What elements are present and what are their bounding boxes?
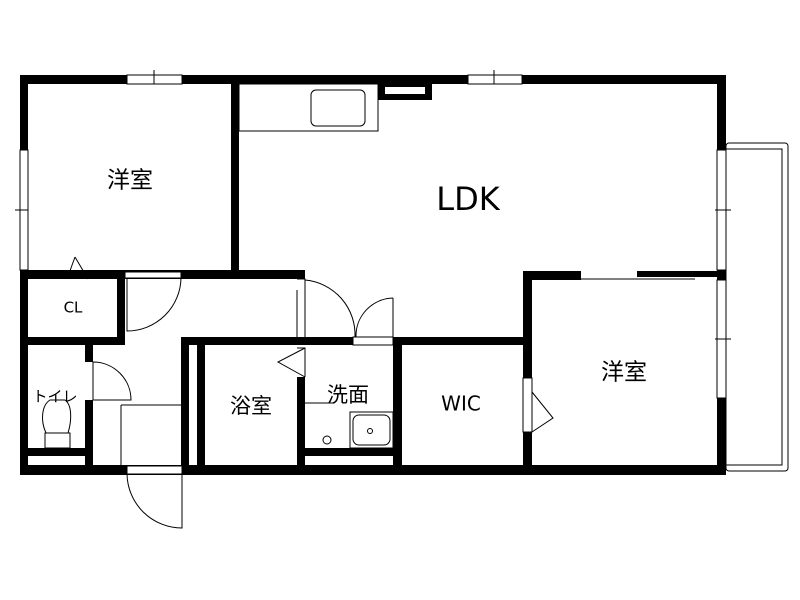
room-label-bathroom: 浴室: [230, 394, 272, 418]
toilet-fixture: [42, 399, 72, 449]
wash-basin: [305, 402, 394, 449]
room-label-toilet: トイレ: [32, 388, 77, 406]
room-label-closet: CL: [64, 299, 83, 317]
doors: [66, 256, 695, 529]
balcony: [725, 142, 789, 472]
room-label-ldk: LDK: [436, 180, 500, 218]
kitchen-counter: [238, 83, 379, 132]
room-label-washroom: 洗面: [327, 383, 369, 407]
kitchen-sink: [310, 89, 366, 127]
room-label-western-room-1: 洋室: [107, 168, 153, 194]
room-label-western-room-2: 洋室: [601, 360, 647, 386]
windows: [15, 70, 731, 399]
room-label-wic: WIC: [441, 392, 481, 416]
